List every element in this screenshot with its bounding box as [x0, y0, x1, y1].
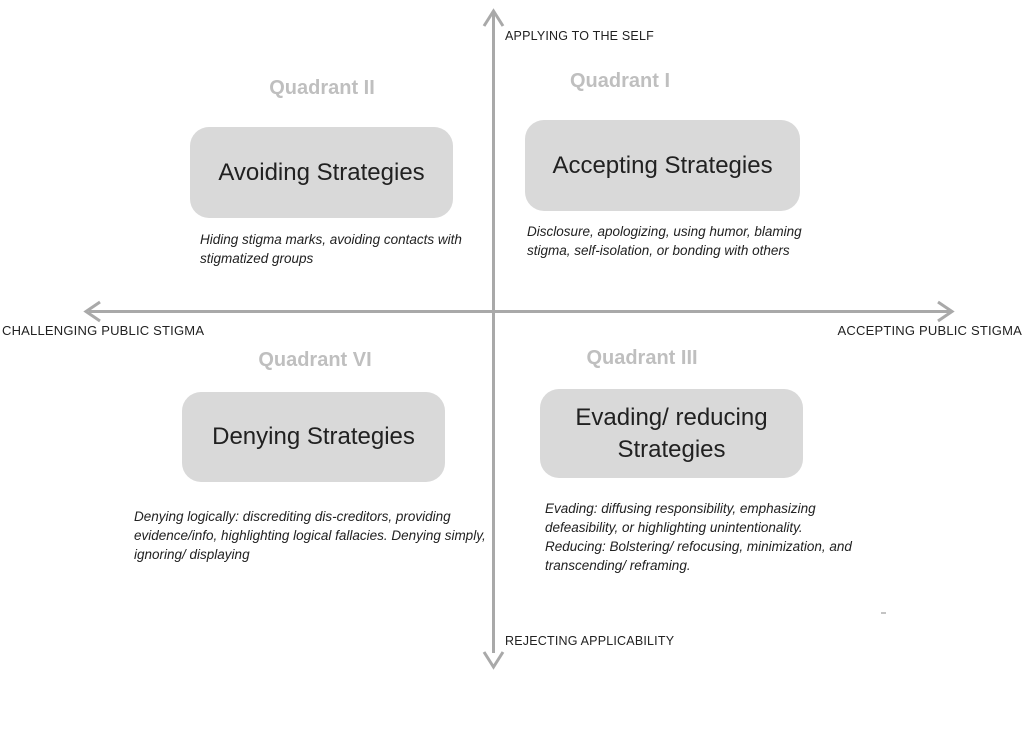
denying-strategies-description: Denying logically: discrediting dis-cred… [134, 509, 486, 562]
quadrant-vi-label: Quadrant VI [258, 349, 372, 371]
up-arrowhead-icon [482, 8, 505, 27]
accepting-strategies-description: Disclosure, apologizing, using humor, bl… [527, 224, 802, 258]
horizontal-axis-right-label: ACCEPTING PUBLIC STIGMA [837, 323, 1022, 338]
avoiding-strategies-description: Hiding stigma marks, avoiding contacts w… [200, 232, 462, 266]
evading-reducing-strategies-title: Evading/ reducing Strategies [575, 404, 768, 463]
vertical-axis-top-label: APPLYING TO THE SELF [505, 29, 654, 43]
horizontal-axis-left-label: CHALLENGING PUBLIC STIGMA [2, 323, 205, 338]
accepting-strategies-box: Accepting Strategies [525, 120, 800, 211]
quadrant-ii-label: Quadrant II [269, 77, 375, 99]
accepting-strategies-title: Accepting Strategies [552, 151, 773, 179]
quadrant-i-label: Quadrant I [569, 70, 671, 92]
left-arrowhead-icon [83, 300, 101, 323]
avoiding-strategies-title: Avoiding Strategies [218, 158, 425, 186]
horizontal-axis-line [89, 310, 951, 313]
evading-reducing-strategies-box: Evading/ reducing Strategies [540, 389, 803, 478]
quadrant-iii-label: Quadrant III [586, 347, 698, 369]
right-arrowhead-icon [937, 300, 955, 323]
down-arrowhead-icon [482, 651, 505, 670]
vertical-axis-line [492, 13, 495, 653]
denying-strategies-box: Denying Strategies [182, 392, 445, 482]
vertical-axis-bottom-label: REJECTING APPLICABILITY [505, 634, 675, 648]
avoiding-strategies-box: Avoiding Strategies [190, 127, 453, 218]
stray-mark [881, 612, 886, 614]
denying-strategies-title: Denying Strategies [212, 423, 415, 451]
evading-reducing-strategies-description: Evading: diffusing responsibility, empha… [545, 501, 852, 573]
